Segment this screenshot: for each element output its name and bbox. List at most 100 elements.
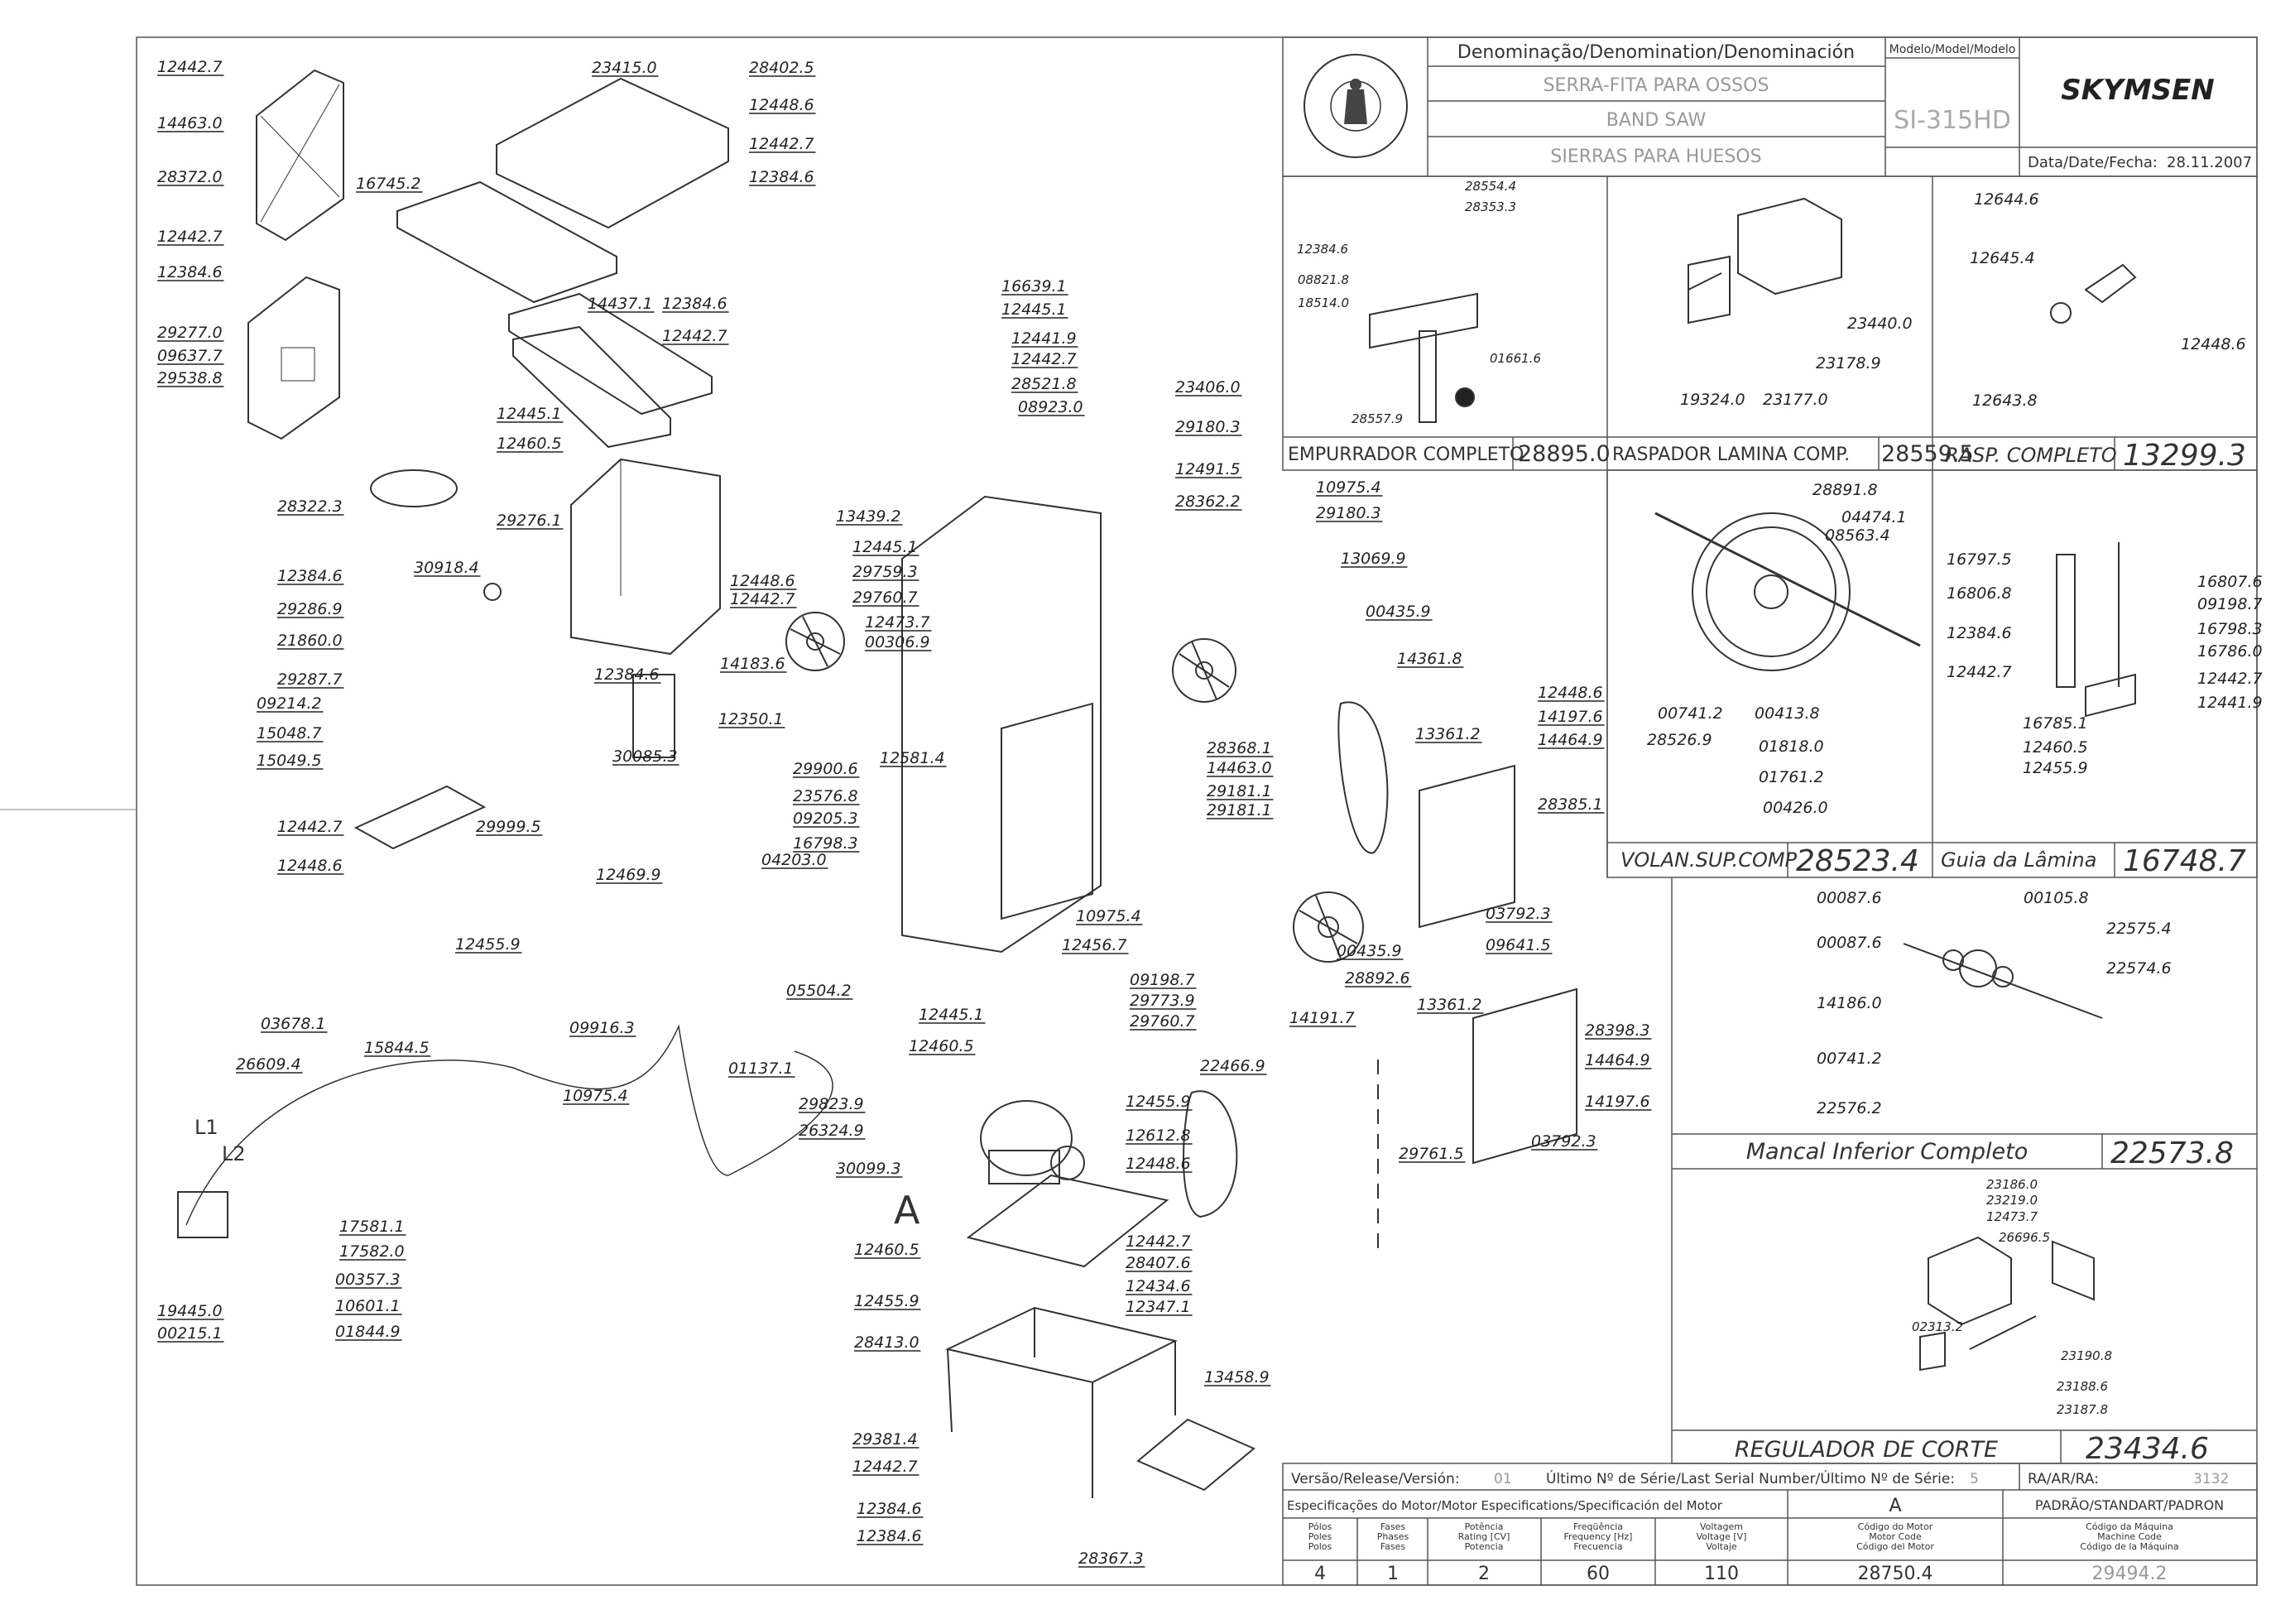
spec-column-label: Frequency [Hz]	[1564, 1531, 1633, 1542]
part-number-label: 12473.7	[865, 613, 930, 632]
part-number-label: 09916.3	[569, 1019, 635, 1037]
inset-part-number-label: 23178.9	[1816, 354, 1881, 372]
side-panel-top	[256, 69, 344, 242]
spec-column-label: Código da Máquina	[2086, 1521, 2173, 1532]
part-number-label: 12460.5	[854, 1241, 919, 1259]
part-number-label: 12460.5	[909, 1037, 974, 1055]
part-number-label: 04203.0	[761, 851, 827, 869]
inset-part-number-label: 08563.4	[1825, 526, 1890, 545]
part-number-label: 09641.5	[1486, 936, 1551, 954]
part-number-label: 14437.1	[588, 295, 653, 313]
part-number-label: 13439.2	[836, 507, 901, 526]
part-number-label: 15049.5	[257, 752, 322, 770]
part-number-label: 12448.6	[277, 857, 343, 875]
name-en: BAND SAW	[1606, 110, 1707, 131]
inset-part-number-label: 00087.6	[1817, 934, 1882, 952]
part-number-label: 28367.3	[1078, 1550, 1144, 1568]
part-number-label: 28407.6	[1126, 1254, 1191, 1272]
part-number-label: 14191.7	[1289, 1009, 1355, 1027]
inset-part-number-label: 00105.8	[2024, 889, 2089, 907]
blade	[1337, 701, 1389, 854]
part-number-label: 00306.9	[865, 633, 930, 651]
name-es: SIERRAS PARA HUESOS	[1550, 147, 1761, 167]
part-number-label: 12455.9	[854, 1292, 919, 1310]
part-number-label: 29900.6	[793, 760, 858, 778]
part-number-label: 09637.7	[157, 347, 223, 365]
motor-plate	[966, 1174, 1169, 1268]
part-number-label: 12441.9	[1011, 329, 1077, 348]
inset-part-number-label: 12455.9	[2023, 759, 2088, 777]
part-number-label: 01844.9	[335, 1323, 401, 1341]
table-top	[396, 180, 617, 304]
part-number-label: 30099.3	[836, 1160, 901, 1178]
part-number-label: 13361.2	[1415, 725, 1481, 743]
brand-logo: SKYMSEN	[2061, 74, 2214, 107]
spec-column-label: Pólos	[1308, 1521, 1332, 1532]
assembly-code-5: 16748.7	[2123, 844, 2246, 878]
standard-label: PADRÃO/STANDART/PADRON	[2035, 1497, 2224, 1513]
spec-column-label: Rating [CV]	[1458, 1531, 1510, 1542]
inset-part-number-label: 12448.6	[2181, 335, 2246, 353]
inset-part-number-label: 23188.6	[2057, 1379, 2108, 1394]
inset-part-number-label: 16806.8	[1947, 584, 2012, 603]
part-number-label: 29181.1	[1207, 801, 1272, 819]
spec-column-label: Fases	[1380, 1541, 1406, 1552]
part-number-label: 29773.9	[1130, 992, 1195, 1010]
ra-label: RA/AR/RA:	[2028, 1471, 2099, 1487]
inset-part-number-label: 00413.8	[1755, 704, 1820, 723]
inset-part-number-label: 23440.0	[1847, 315, 1913, 333]
spec-table: Versão/Release/Versión: 01 Último Nº de …	[1282, 1463, 2258, 1586]
belt	[1183, 1090, 1238, 1218]
part-number-label: 12384.6	[594, 665, 660, 684]
inset-part-number-label: 22574.6	[2106, 959, 2172, 978]
part-number-label: 12612.8	[1126, 1127, 1191, 1145]
inset-part-number-label: 12442.7	[1947, 663, 2012, 681]
part-number-label: 12442.7	[852, 1458, 918, 1476]
pusher-drawing	[1369, 292, 1478, 423]
part-number-label: 29276.1	[497, 512, 562, 530]
part-number-label: 10975.4	[1316, 478, 1381, 497]
spec-column-label: Motor Code	[1869, 1531, 1922, 1542]
logo-sticker	[370, 469, 458, 507]
part-number-label: 12442.7	[157, 228, 223, 246]
part-number-label: 28521.8	[1011, 375, 1077, 393]
part-number-label: 12445.1	[497, 405, 562, 423]
cabinet	[570, 458, 721, 656]
inset-part-number-label: 28891.8	[1812, 481, 1878, 499]
name-pt: SERRA-FITA PARA OSSOS	[1544, 75, 1769, 96]
part-number-label: 29760.7	[1130, 1012, 1195, 1031]
part-number-label: 03792.3	[1531, 1132, 1596, 1151]
spec-column-label: Código del Motor	[1856, 1541, 1934, 1552]
ra-value: 3132	[2193, 1471, 2229, 1487]
spec-column-value: 4	[1314, 1564, 1326, 1584]
part-number-label: 29287.7	[277, 670, 343, 689]
part-number-label: 26609.4	[236, 1055, 301, 1074]
inset-part-number-label: 02313.2	[1912, 1319, 1963, 1334]
inset-part-number-label: 00426.0	[1763, 799, 1828, 817]
spec-column-label: Fases	[1380, 1521, 1406, 1532]
assembly-code-3: 13299.3	[2123, 439, 2246, 473]
inset-part-number-label: 22576.2	[1817, 1099, 1882, 1117]
part-number-label: 12445.1	[1001, 300, 1067, 319]
spec-column-label: Potência	[1465, 1521, 1504, 1532]
serial-label: Último Nº de Série/Last Serial Number/Úl…	[1546, 1469, 1955, 1487]
assembly-name-7: REGULADOR DE CORTE	[1735, 1437, 1998, 1463]
part-number-label: 29759.3	[852, 563, 918, 581]
inset-part-number-label: 23219.0	[1986, 1193, 2038, 1208]
part-number-label: 12384.6	[662, 295, 727, 313]
date-value: 28.11.2007	[2167, 154, 2252, 171]
part-number-label: 12442.7	[157, 58, 223, 76]
blade-guide-drawing	[2056, 542, 2136, 718]
part-number-label: 12350.1	[718, 710, 784, 728]
exploded-drawing	[177, 69, 1577, 1498]
part-number-label: 00435.9	[1337, 942, 1402, 960]
complete-scraper-drawing	[2050, 263, 2137, 324]
inset-part-number-label: 12644.6	[1974, 190, 2039, 209]
spec-column-label: Código do Motor	[1858, 1521, 1933, 1532]
part-number-label: 28413.0	[854, 1333, 919, 1352]
inset-part-number-label: 00087.6	[1817, 889, 1882, 907]
denomination-header: Denominação/Denomination/Denominación	[1457, 42, 1855, 63]
part-number-label: 30085.3	[612, 747, 678, 766]
inset-part-number-label: 12441.9	[2197, 694, 2263, 712]
inset-part-number-label: 23190.8	[2061, 1348, 2112, 1363]
